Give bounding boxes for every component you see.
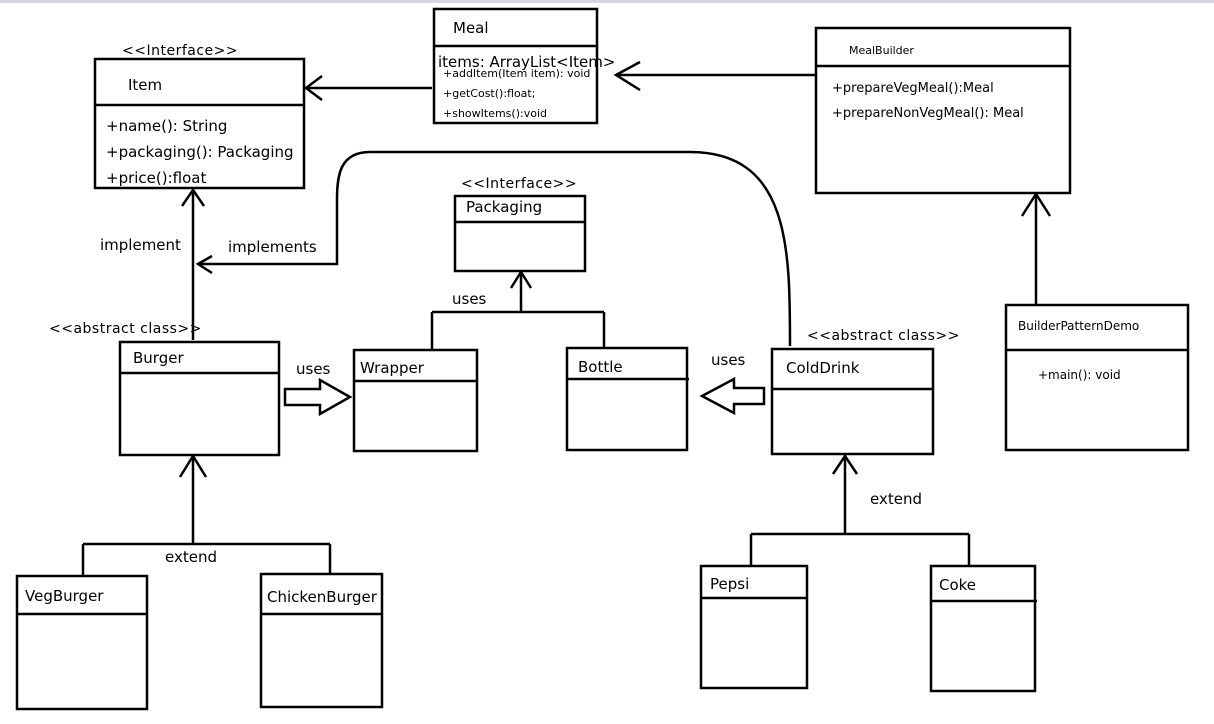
coke-class-name: Coke (939, 576, 976, 594)
label-implement: implement (100, 236, 181, 254)
vegburger-class-name: VegBurger (25, 587, 104, 605)
label-uses-burger-wrapper: uses (296, 360, 331, 378)
pepsi-class-name: Pepsi (710, 575, 749, 593)
class-meal-builder[interactable]: MealBuilder +prepareVegMeal():Meal +prep… (814, 26, 1072, 195)
mealbuilder-to-meal-arrow (613, 60, 816, 92)
demo-class-name: BuilderPatternDemo (1018, 319, 1139, 333)
meal-class-name: Meal (453, 19, 489, 37)
chickenburger-class-name: ChickenBurger (267, 588, 378, 606)
class-meal[interactable]: Meal items: ArrayList<Item> +addItem(Ite… (432, 7, 615, 125)
colddrink-extend-connector (749, 453, 971, 566)
burger-uses-wrapper-arrow (283, 377, 353, 417)
packaging-stereotype: <<Interface>> (461, 176, 577, 192)
class-builder-pattern-demo[interactable]: BuilderPatternDemo +main(): void (1004, 303, 1190, 452)
class-wrapper[interactable]: Wrapper (352, 348, 479, 453)
colddrink-stereotype: <<abstract class>> (807, 328, 960, 344)
burger-extend-connector (81, 453, 332, 576)
packaging-uses-connector (430, 269, 606, 350)
label-extend-burger: extend (165, 548, 217, 566)
meal-member-showitems: +showItems():void (443, 107, 547, 120)
class-cold-drink[interactable]: <<abstract class>> ColdDrink (770, 328, 960, 456)
class-item[interactable]: <<Interface>> Item +name(): String +pack… (93, 43, 306, 190)
meal-to-item-arrow (303, 75, 432, 101)
colddrink-class-name: ColdDrink (786, 359, 860, 377)
meal-member-items: items: ArrayList<Item> (438, 53, 615, 71)
item-class-name: Item (128, 76, 162, 94)
label-uses-packaging: uses (452, 290, 487, 308)
class-veg-burger[interactable]: VegBurger (15, 574, 149, 711)
class-packaging[interactable]: <<Interface>> Packaging (453, 176, 587, 273)
demo-member-main: +main(): void (1038, 368, 1121, 382)
class-bottle[interactable]: Bottle (565, 346, 689, 452)
item-stereotype: <<Interface>> (122, 43, 238, 59)
class-burger[interactable]: <<abstract class>> Burger (49, 321, 281, 457)
burger-class-name: Burger (133, 349, 184, 367)
meal-member-getcost: +getCost():float; (443, 87, 535, 100)
burger-stereotype: <<abstract class>> (49, 321, 202, 337)
bottle-class-name: Bottle (578, 358, 623, 376)
class-pepsi[interactable]: Pepsi (699, 564, 809, 690)
mealbuilder-member-nonvegmeal: +prepareNonVegMeal(): Meal (832, 106, 1024, 121)
meal-member-additem: +addItem(Item item): void (443, 67, 590, 80)
wrapper-class-name: Wrapper (360, 359, 425, 377)
item-member-packaging: +packaging(): Packaging (106, 143, 294, 161)
mealbuilder-class-name: MealBuilder (849, 44, 914, 57)
label-uses-colddrink-bottle: uses (711, 351, 746, 369)
demo-uses-mealbuilder-arrow (1020, 191, 1052, 305)
window-top-bar (0, 0, 1214, 3)
label-implements: implements (228, 238, 317, 256)
item-member-name: +name(): String (106, 117, 227, 135)
class-coke[interactable]: Coke (929, 564, 1037, 693)
label-extend-colddrink: extend (870, 490, 922, 508)
class-chicken-burger[interactable]: ChickenBurger (259, 572, 384, 709)
packaging-class-name: Packaging (466, 198, 542, 216)
burger-implements-item-arrow (180, 187, 206, 340)
colddrink-implements-item-arrow (195, 150, 792, 347)
mealbuilder-member-vegmeal: +prepareVegMeal():Meal (832, 81, 994, 96)
colddrink-uses-bottle-arrow (699, 376, 766, 416)
item-member-price: +price():float (106, 169, 206, 187)
